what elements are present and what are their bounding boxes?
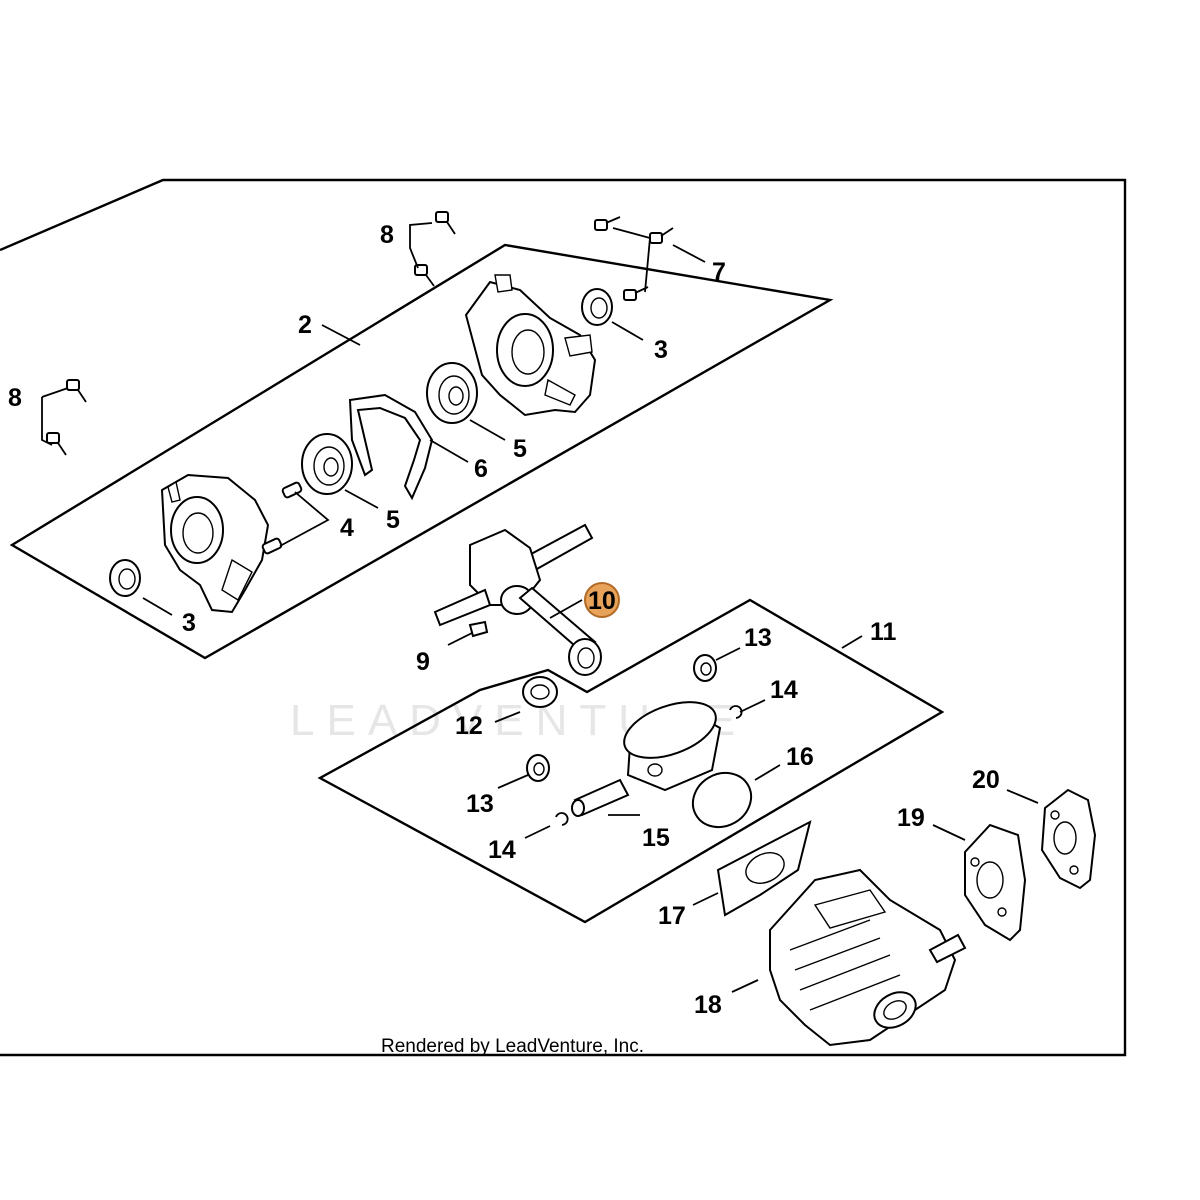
label-part-5-lower: 5 <box>386 506 400 534</box>
screw-7-2 <box>649 227 674 244</box>
label-part-3-lower: 3 <box>182 609 196 637</box>
screw-7-1 <box>594 216 621 231</box>
label-part-6: 6 <box>474 455 488 483</box>
dowel-pin-lower <box>261 537 283 555</box>
label-part-10-highlight[interactable]: 10 <box>584 582 620 618</box>
label-part-18: 18 <box>694 991 722 1019</box>
crankcase-right-half <box>464 274 597 417</box>
screw-8-top-2 <box>414 264 435 287</box>
thrust-washer-lower <box>526 754 550 782</box>
piston-pin <box>571 778 630 817</box>
crankcase-gasket <box>348 393 434 501</box>
oil-seal-upper <box>581 288 613 326</box>
crankcase-group-box <box>9 243 834 660</box>
label-part-2: 2 <box>298 311 312 339</box>
piston-group-box <box>317 598 945 924</box>
label-part-12: 12 <box>455 712 483 740</box>
label-part-19: 19 <box>897 804 925 832</box>
piston <box>623 701 722 792</box>
label-part-17: 17 <box>658 902 686 930</box>
label-part-3-upper: 3 <box>654 336 668 364</box>
oil-seal-lower <box>109 559 141 597</box>
label-part-16: 16 <box>786 743 814 771</box>
diagram-frame <box>0 178 1127 1057</box>
label-part-4: 4 <box>340 514 354 542</box>
render-credit: Rendered by LeadVenture, Inc. <box>381 1036 644 1057</box>
label-part-13-lower: 13 <box>466 790 494 818</box>
cylinder-gasket <box>716 820 812 917</box>
label-part-10[interactable]: 10 <box>588 587 616 615</box>
label-part-7: 7 <box>712 258 726 286</box>
screw-8-left-1 <box>66 379 87 403</box>
label-part-15: 15 <box>642 824 670 852</box>
label-part-8-top: 8 <box>380 221 394 249</box>
leader-lines <box>41 222 1039 993</box>
dowel-pin-upper <box>281 481 303 499</box>
thrust-washer-upper <box>693 654 717 682</box>
intake-spacer-gasket <box>1040 788 1097 890</box>
cylinder <box>769 868 967 1047</box>
label-part-14-upper: 14 <box>770 676 798 704</box>
circlip-upper <box>729 705 743 719</box>
label-part-14-lower: 14 <box>488 836 516 864</box>
ball-bearing-upper <box>426 362 478 424</box>
crankshaft-assembly <box>433 523 602 676</box>
screw-8-left-2 <box>46 432 67 456</box>
label-part-13-upper: 13 <box>744 624 772 652</box>
label-part-11: 11 <box>870 618 897 646</box>
label-part-9: 9 <box>416 648 430 676</box>
label-part-5-upper: 5 <box>513 435 527 463</box>
intake-gasket <box>964 823 1027 942</box>
crankcase-left-half <box>160 473 270 614</box>
woodruff-key <box>468 620 489 638</box>
ball-bearing-lower <box>301 433 353 495</box>
needle-bearing <box>522 676 558 708</box>
circlip-lower <box>555 812 569 826</box>
screw-8-top-1 <box>435 211 456 235</box>
highlight-circle[interactable] <box>584 582 620 618</box>
label-part-8-left: 8 <box>8 384 22 412</box>
piston-ring <box>691 771 753 829</box>
label-part-20: 20 <box>972 766 1000 794</box>
